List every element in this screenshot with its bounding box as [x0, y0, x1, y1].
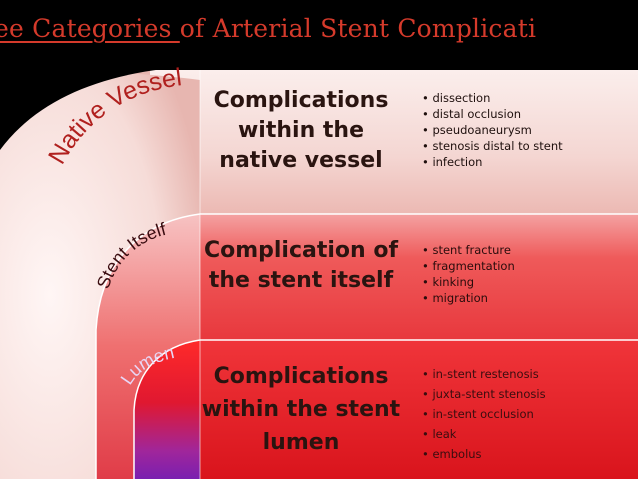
category-lumen: Complications within the stent lumen [201, 364, 401, 455]
separator-curve [95, 213, 201, 479]
row-stent-itself-panel [150, 214, 638, 340]
list-item: infection [422, 154, 563, 170]
list-item: distal occlusion [422, 106, 563, 122]
separator-curve [133, 339, 201, 479]
list-item: embolus [422, 444, 546, 464]
list-item: dissection [422, 90, 563, 106]
list-item: migration [422, 290, 515, 306]
title-bar [0, 0, 638, 64]
stent-itself-list: stent fracture fragmentation kinking mig… [422, 242, 515, 306]
category-native-vessel: Complications within the native vessel [213, 88, 389, 173]
lumen-list: in-stent restenosis juxta-stent stenosis… [422, 364, 546, 464]
list-item: stenosis distal to stent [422, 138, 562, 154]
list-item: kinking [422, 274, 515, 290]
category-stent-itself: Complication of the stent itself [203, 238, 399, 293]
title-underlined-part: ee Categories [0, 14, 180, 43]
lumen-layer [134, 340, 200, 479]
list-item: in-stent occlusion [422, 404, 546, 424]
list-item: fragmentation [422, 258, 514, 274]
list-item: juxta-stent stenosis [422, 384, 545, 404]
list-item: leak [422, 424, 546, 444]
title-rest: of Arterial Stent Complicati [179, 14, 537, 43]
background-corner [0, 64, 200, 150]
page-title: ee Categories of Arterial Stent Complica… [0, 14, 536, 43]
list-item: pseudoaneurysm [422, 122, 563, 138]
list-item: in-stent restenosis [422, 364, 546, 384]
list-item: stent fracture [422, 242, 515, 258]
row-lumen-panel [150, 340, 638, 479]
native-vessel-list: dissection distal occlusion pseudoaneury… [422, 90, 563, 170]
